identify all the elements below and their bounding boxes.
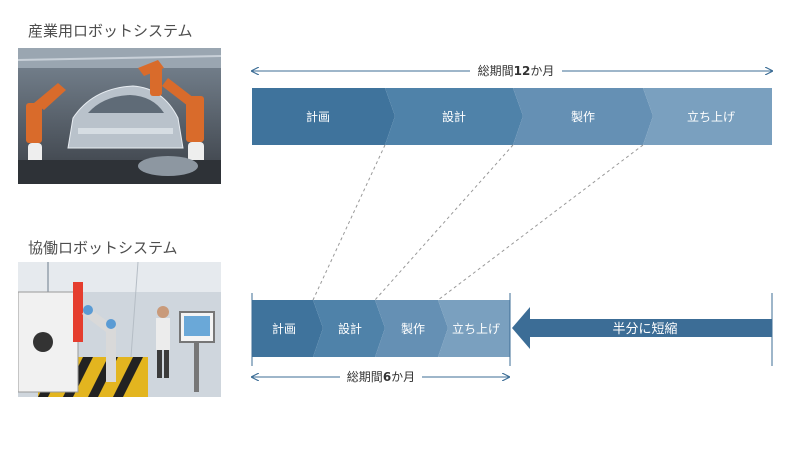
industrial-stage-3-label: 製作: [571, 110, 595, 124]
collab-robot-photo: [18, 262, 221, 397]
collab-duration-label: 総期間6か月: [347, 370, 415, 384]
industrial-robot-image: [18, 48, 221, 184]
industrial-stage-4-label: 立ち上げ: [687, 109, 735, 124]
guide-line-1: [312, 144, 386, 301]
collab-stage-3: [375, 300, 448, 357]
guide-line-2: [374, 144, 514, 301]
collab-stage-1: [252, 300, 323, 357]
collab-stage-1-label: 計画: [272, 321, 296, 336]
industrial-robot-photo: [18, 48, 221, 184]
collab-robot-image: [18, 262, 221, 397]
reduction-arrow-label: 半分に短縮: [612, 321, 677, 337]
industrial-stage-1: [252, 88, 395, 145]
industrial-section-title: 産業用ロボットシステム: [28, 22, 193, 40]
collab-stage-2: [313, 300, 385, 357]
industrial-stage-2: [385, 88, 523, 145]
collab-stage-4-label: 立ち上げ: [452, 321, 500, 336]
industrial-stage-2-label: 設計: [442, 109, 466, 124]
reduction-arrow: [512, 307, 772, 349]
guide-line-3: [437, 144, 644, 301]
industrial-stage-1-label: 計画: [306, 109, 330, 124]
collab-stage-2-label: 設計: [338, 321, 362, 336]
industrial-duration-label: 総期間12か月: [478, 64, 555, 78]
collab-stage-3-label: 製作: [401, 322, 425, 336]
collab-section-title: 協働ロボットシステム: [28, 239, 178, 257]
industrial-stage-3: [513, 88, 653, 145]
collab-stage-4: [438, 300, 510, 357]
industrial-stage-4: [643, 88, 772, 145]
